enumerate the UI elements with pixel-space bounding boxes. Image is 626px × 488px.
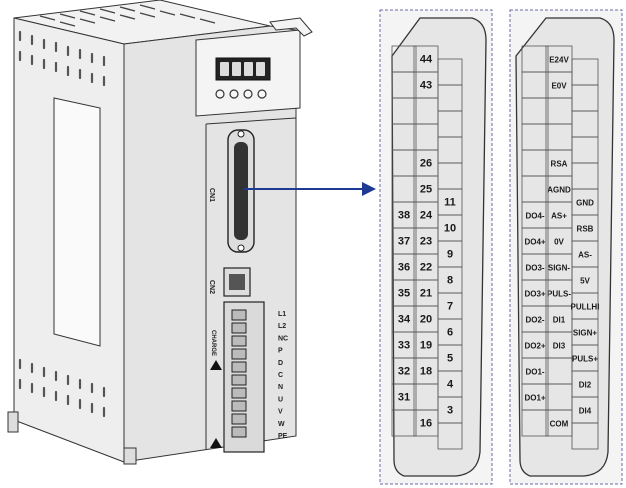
terminal-label: W bbox=[278, 421, 285, 428]
pin-label: 4 bbox=[447, 379, 454, 391]
pin-label: 5 bbox=[447, 353, 453, 365]
pin-label: DI3 bbox=[553, 342, 566, 351]
pin-label: SIGN+ bbox=[573, 329, 598, 338]
drive-label-plate bbox=[53, 97, 101, 347]
pin-label: 23 bbox=[420, 236, 432, 248]
pin-label: 32 bbox=[398, 366, 410, 378]
pin-label: 8 bbox=[447, 275, 453, 287]
pin-label: RSB bbox=[577, 225, 594, 234]
pin-cell bbox=[391, 409, 417, 437]
drive-foot bbox=[123, 447, 137, 465]
pin-label: 21 bbox=[420, 288, 432, 300]
pin-label: COM bbox=[550, 420, 569, 429]
cn1-connector bbox=[227, 129, 255, 253]
power-terminal-block bbox=[223, 301, 265, 453]
pin-label: 20 bbox=[420, 314, 432, 326]
terminal-label: L1 bbox=[278, 311, 286, 318]
pin-label: 10 bbox=[444, 223, 456, 235]
terminal-label: D bbox=[278, 360, 283, 367]
pin-label: DO3+ bbox=[524, 290, 545, 299]
terminal-label: P bbox=[278, 348, 283, 355]
pin-label: 9 bbox=[447, 249, 453, 261]
terminal-label: N bbox=[278, 384, 283, 391]
pin-label: DO1+ bbox=[524, 394, 545, 403]
charge-label: CHARGE bbox=[210, 330, 216, 356]
pin-label: PULS- bbox=[547, 290, 571, 299]
cn1-label: CN1 bbox=[208, 188, 215, 202]
pin-label: RSA bbox=[551, 160, 568, 169]
terminal-label: U bbox=[278, 396, 283, 403]
connector-arrow bbox=[244, 182, 376, 196]
terminal-label: C bbox=[278, 372, 283, 379]
pin-label: 25 bbox=[420, 184, 432, 196]
pin-label: 43 bbox=[420, 80, 432, 92]
pin-label: AS+ bbox=[551, 212, 567, 221]
drive-foot bbox=[7, 411, 19, 433]
pin-label: 44 bbox=[420, 54, 433, 66]
cn2-label: CN2 bbox=[208, 280, 215, 294]
pin-label: 22 bbox=[420, 262, 432, 274]
pin-number-panel: 4443262524232221201918161110987654338373… bbox=[379, 9, 493, 485]
pin-label: GND bbox=[576, 199, 594, 208]
pin-label: AS- bbox=[578, 251, 592, 260]
pin-label: DI1 bbox=[553, 316, 566, 325]
pin-label: DI4 bbox=[579, 407, 592, 416]
pin-label: 19 bbox=[420, 340, 432, 352]
signal-panel-shell bbox=[515, 17, 615, 477]
pin-label: PULS+ bbox=[572, 355, 598, 364]
pin-cell bbox=[437, 422, 463, 450]
pin-label: 5V bbox=[580, 277, 590, 286]
terminal-label: NC bbox=[278, 335, 288, 342]
pin-label: SIGN- bbox=[548, 264, 571, 273]
pin-label: 37 bbox=[398, 236, 410, 248]
terminal-label: PE bbox=[278, 433, 288, 440]
pin-label: 18 bbox=[420, 366, 432, 378]
pin-label: E0V bbox=[551, 82, 567, 91]
pin-cell bbox=[571, 422, 599, 450]
pin-label: PULLHI bbox=[571, 303, 600, 312]
pin-label: 35 bbox=[398, 288, 410, 300]
pin-label: 7 bbox=[447, 301, 453, 313]
pin-label: E24V bbox=[549, 56, 569, 65]
pin-cell bbox=[521, 409, 549, 437]
pin-label: 38 bbox=[398, 210, 410, 222]
pin-label: 11 bbox=[444, 197, 456, 209]
pin-label: DO2- bbox=[525, 316, 544, 325]
pin-label: AGND bbox=[547, 186, 571, 195]
pin-label: DO4- bbox=[525, 212, 544, 221]
pin-grid: 4443262524232221201918161110987654338373… bbox=[391, 45, 463, 450]
pin-label: 0V bbox=[554, 238, 564, 247]
pin-label: DO2+ bbox=[524, 342, 545, 351]
pin-label: 6 bbox=[447, 327, 453, 339]
terminal-label: V bbox=[278, 409, 283, 416]
drive-top-vents bbox=[39, 4, 216, 27]
pin-label: DO4+ bbox=[524, 238, 545, 247]
pin-label: 26 bbox=[420, 158, 432, 170]
cn2-connector bbox=[223, 267, 251, 297]
pin-label: 34 bbox=[398, 314, 411, 326]
drive-side-vents bbox=[18, 30, 106, 418]
pin-label: 24 bbox=[420, 210, 433, 222]
pin-label: DO1- bbox=[525, 368, 544, 377]
pin-label: 36 bbox=[398, 262, 410, 274]
pin-label: DO3- bbox=[525, 264, 544, 273]
terminal-label: L2 bbox=[278, 323, 286, 330]
pin-label: 33 bbox=[398, 340, 410, 352]
pin-panel-shell bbox=[391, 17, 487, 477]
warning-icon bbox=[210, 438, 222, 448]
pin-label: 16 bbox=[420, 418, 432, 430]
pin-label: 31 bbox=[398, 392, 410, 404]
keypad-buttons bbox=[215, 89, 267, 99]
pin-label: DI2 bbox=[579, 381, 592, 390]
warning-icon bbox=[210, 360, 222, 370]
mounting-clip bbox=[269, 17, 313, 37]
pin-label: 3 bbox=[447, 405, 453, 417]
led-digits bbox=[220, 62, 265, 76]
